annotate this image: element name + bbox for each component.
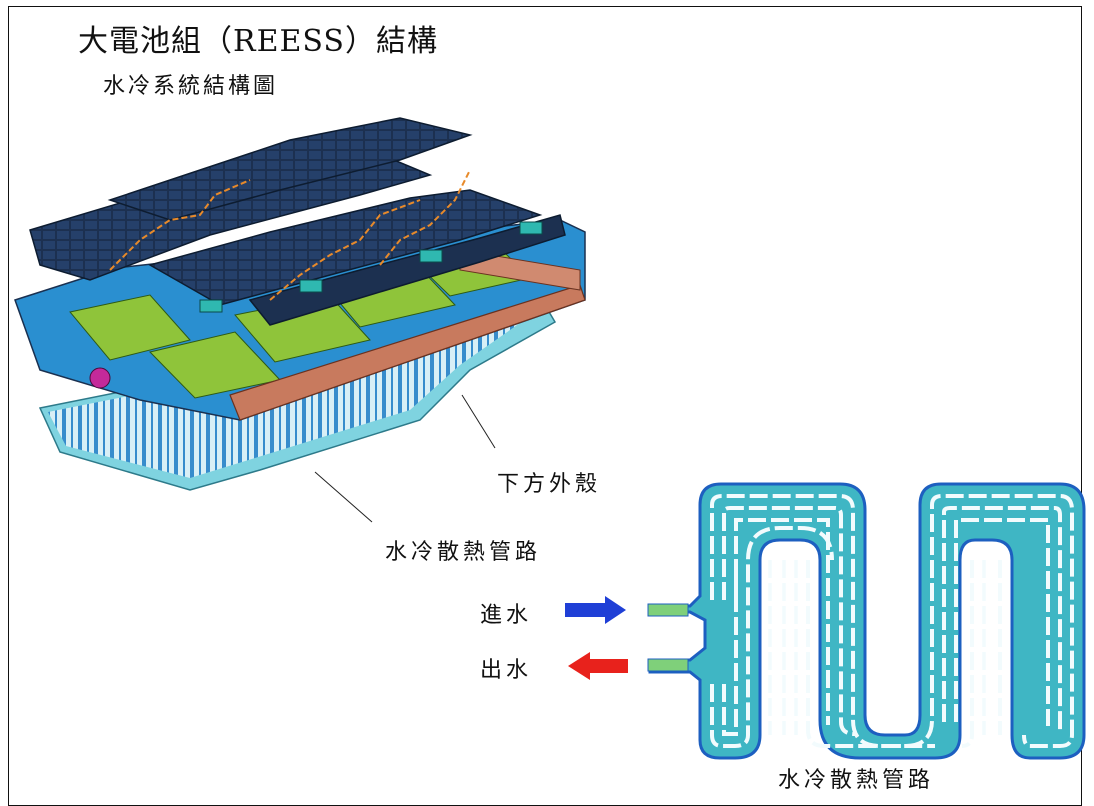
label-lower-case: 下方外殼: [497, 472, 602, 497]
pipe-outline: [648, 482, 1086, 760]
cell-area: [69, 294, 191, 361]
module-connector: [419, 249, 443, 263]
module-row: [248, 214, 566, 326]
pipe-channel: [722, 560, 1002, 748]
wiring-harness: [109, 169, 471, 301]
module-row: [107, 117, 473, 221]
leader-line-cooling-pipe: [314, 471, 373, 523]
junction-component: [89, 367, 111, 389]
module-connector: [199, 299, 223, 313]
page-subtitle: 水冷系統結構圖: [103, 74, 279, 99]
copper-side-rail: [229, 284, 586, 421]
pipe-channel: [722, 506, 1062, 736]
module-connector: [519, 221, 543, 235]
page-title: 大電池組（REESS）結構: [78, 24, 438, 59]
label-cooling-pipe-right: 水冷散熱管路: [778, 768, 935, 793]
label-water-out: 出水: [480, 658, 533, 683]
battery-pack-illustration: [14, 117, 586, 491]
water-in-arrow: [565, 596, 626, 624]
module-connector: [299, 279, 323, 293]
leader-line-lower-case: [461, 394, 496, 449]
pipe-channel: [710, 526, 834, 748]
inlet-stub: [647, 603, 689, 617]
pipe-channel: [710, 494, 1074, 748]
water-out-arrow: [568, 652, 628, 680]
serpentine-cooling-pipe: [647, 482, 1086, 760]
outlet-stub: [647, 658, 689, 672]
diagram-canvas: [14, 117, 1086, 760]
label-cooling-pipe-left: 水冷散熱管路: [385, 540, 542, 565]
label-water-in: 進水: [480, 603, 533, 628]
